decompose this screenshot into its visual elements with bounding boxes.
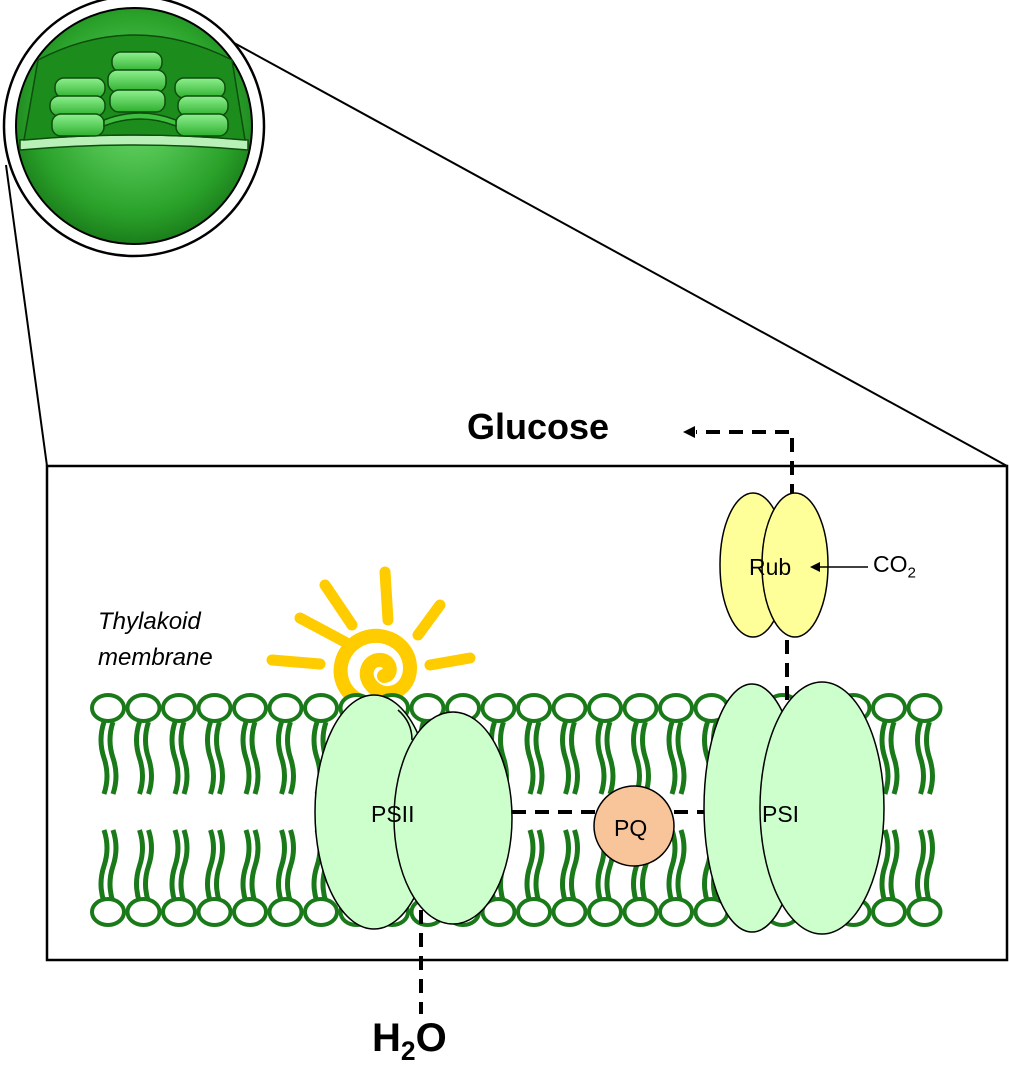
lipid-tail [205,829,225,903]
lipid-head [161,693,197,723]
zoom-lines [5,37,1008,467]
lipid-tail [595,721,616,795]
lipid-head [516,897,552,927]
lipid-tail [276,829,296,903]
pq-label: PQ [614,815,648,841]
lipid-head [125,693,162,723]
lipid-tail [915,721,935,795]
lipid-tail [631,721,651,795]
co2-label: CO2 [873,551,916,582]
lipid-head [906,693,943,723]
lipid-head [90,897,126,927]
lipid-head [196,693,233,723]
lipid-tail [98,829,119,903]
lipid-head [587,693,623,723]
glucose-arrowhead [683,426,695,438]
lipid-tail [134,829,154,903]
lipid-tail [666,829,687,903]
lipid-tail [560,721,580,795]
sun-ray [294,612,351,648]
lipid-head [480,897,517,927]
lipid-tail [276,721,296,795]
co2-subscript: 2 [907,564,916,582]
lipid-head [303,693,339,723]
sun-ray [424,652,476,671]
psii-label: PSII [371,801,415,827]
lipid-head [871,897,907,927]
water-subscript: 2 [400,1036,416,1066]
lipid-head [551,693,588,723]
lipid-head [232,897,268,927]
lipid-head [409,693,446,723]
water-label: H2O [372,1016,447,1067]
psi-complex [703,681,885,935]
lipid-head [622,693,659,723]
lipid-head [196,897,233,927]
lipid-tail [879,721,900,795]
lipid-head [232,693,268,723]
thylakoid-label-line1: Thylakoid [98,608,201,635]
psii-complex [314,694,513,930]
lipid-head [161,897,197,927]
lipid-tail [169,829,190,903]
lipid-head [516,693,552,723]
lipid-tail [98,721,119,795]
lipid-tail [240,721,261,795]
psi-label: PSI [762,801,800,827]
lipid-tail [560,829,580,903]
rubisco-label: Rub [749,554,792,580]
lipid-tail [524,829,545,903]
lipid-tail [205,721,225,795]
co2-main: CO [873,551,908,577]
lipid-tail [915,829,935,903]
water-end: O [415,1016,447,1060]
lipid-head [587,897,623,927]
lipid-head [551,897,588,927]
lipid-head [303,897,339,927]
thylakoid-label-line2: membrane [98,644,213,671]
water-main: H [372,1016,401,1060]
lipid-head [658,693,694,723]
lipid-head [267,693,304,723]
sun-ray [319,579,358,631]
lipid-tail [240,829,261,903]
lipid-tail [666,721,687,795]
lipid-tail [134,721,154,795]
rubisco-enzyme [719,492,829,638]
lipid-head [267,897,304,927]
sun-ray [379,566,394,626]
lipid-head [906,897,943,927]
sun-ray [266,654,326,670]
lipid-tail [169,721,190,795]
lipid-head [480,693,517,723]
chloroplast-icon [2,0,266,258]
lipid-head [622,897,659,927]
pq-carrier [593,785,675,867]
sun-icon [266,566,476,712]
co2-arrowhead [810,562,820,572]
lipid-tail [879,829,900,903]
glucose-label: Glucose [467,406,610,447]
lipid-head [125,897,162,927]
sun-ray [412,599,446,641]
lipid-head [90,693,126,723]
grana-stacks [49,51,229,137]
lipid-head [871,693,907,723]
lipid-head [658,897,694,927]
lipid-tail [524,721,545,795]
